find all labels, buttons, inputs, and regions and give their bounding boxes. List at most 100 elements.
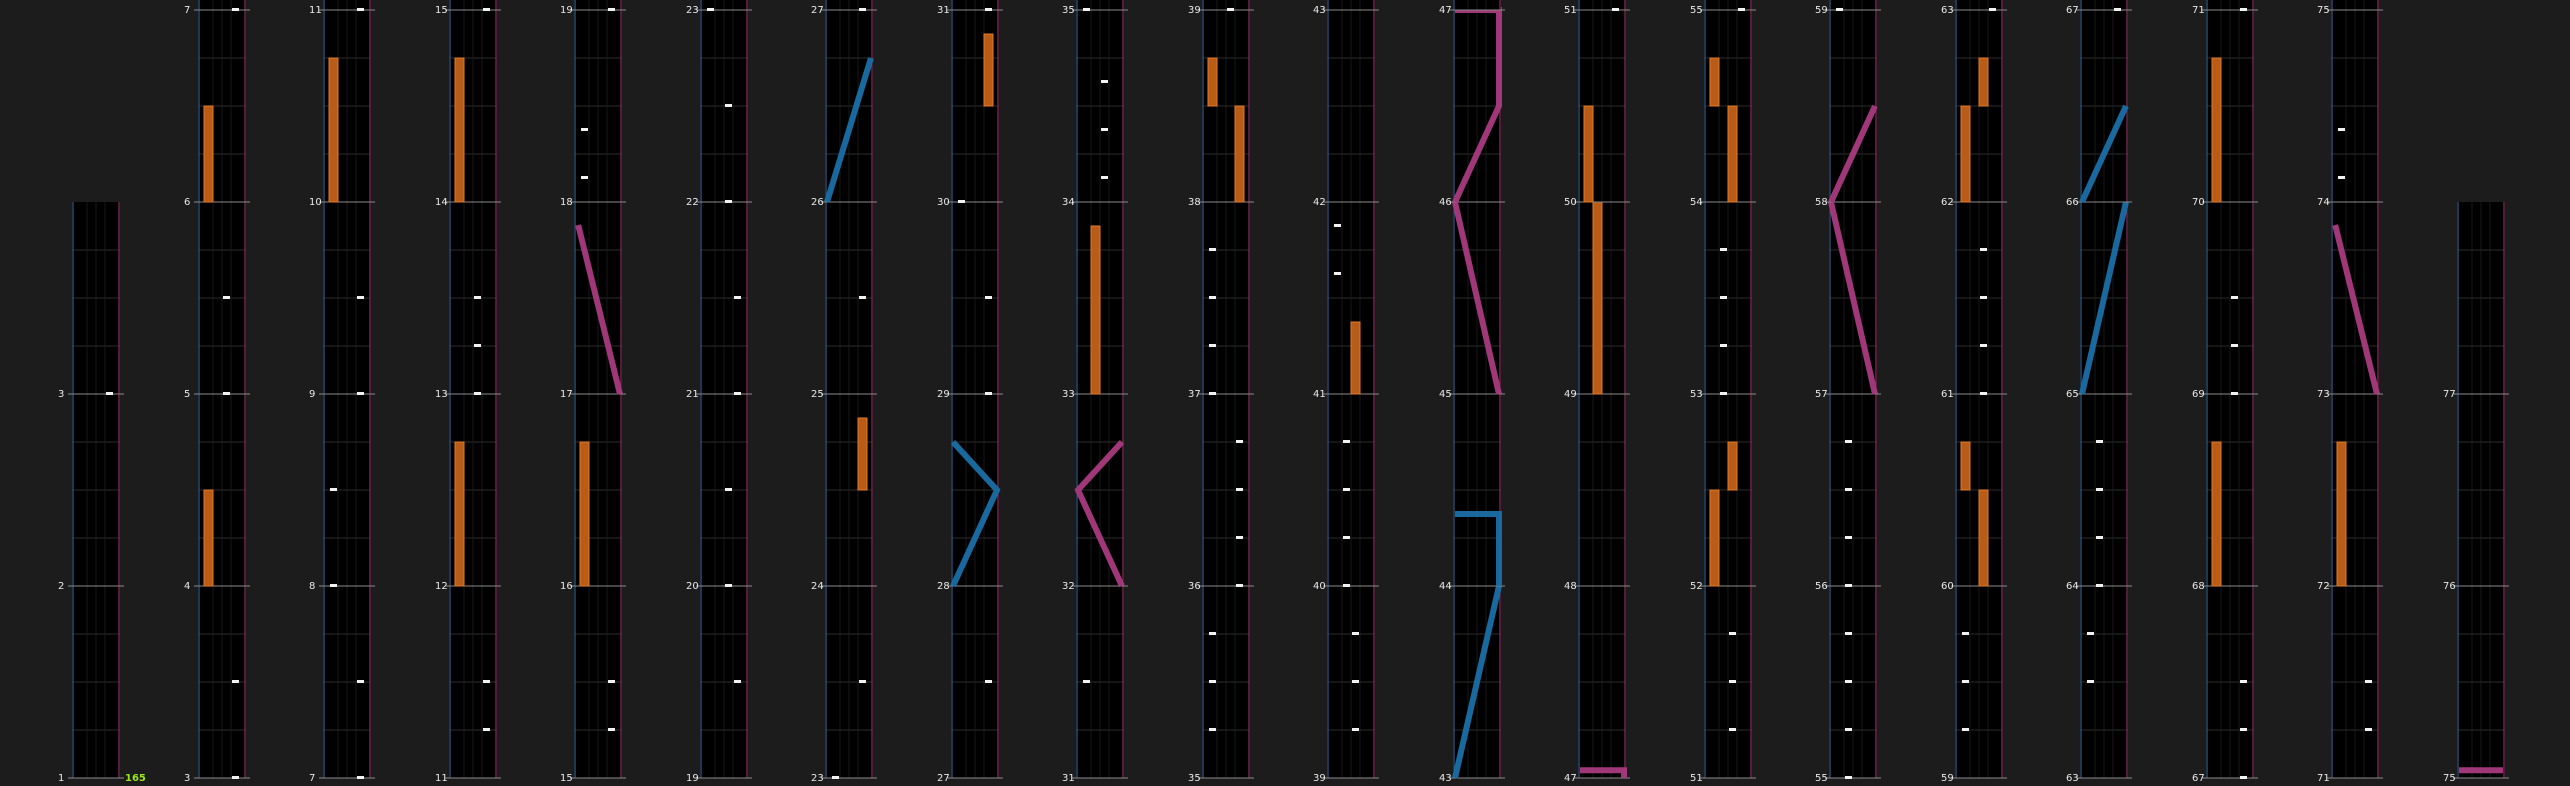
measure-number: 45 — [1439, 389, 1452, 400]
chip-note — [1236, 536, 1243, 539]
measure-number: 44 — [1439, 581, 1452, 592]
measure-number: 24 — [811, 581, 824, 592]
chip-note — [357, 296, 364, 299]
chip-note — [2240, 728, 2247, 731]
measure-number: 32 — [1062, 581, 1075, 592]
measure-number: 66 — [2066, 197, 2079, 208]
chip-note — [608, 728, 615, 731]
measure-number: 23 — [686, 5, 699, 16]
measure-number: 27 — [811, 5, 824, 16]
measure-number: 36 — [1188, 581, 1201, 592]
measure-number: 63 — [2066, 773, 2079, 784]
measure-number: 11 — [435, 773, 448, 784]
measure-61: 61 — [1941, 202, 2007, 400]
hold-note — [328, 57, 339, 203]
measure-number: 10 — [309, 197, 322, 208]
chip-note — [1083, 680, 1090, 683]
chip-note — [1845, 728, 1852, 731]
chip-note — [1845, 536, 1852, 539]
chip-note — [725, 104, 732, 107]
chip-note — [1083, 8, 1090, 11]
measure-9: 9 — [309, 202, 375, 400]
laser-left — [824, 57, 874, 203]
hold-note — [1727, 105, 1738, 203]
measure-40: 40 — [1313, 394, 1379, 592]
measure-number: 54 — [1690, 197, 1703, 208]
measure-10: 10 — [309, 10, 375, 208]
hold-note — [1090, 225, 1101, 395]
measure-number: 18 — [560, 197, 573, 208]
measure-53: 53 — [1690, 202, 1756, 400]
hold-note — [983, 33, 994, 107]
chip-note — [2096, 488, 2103, 491]
chip-note — [2114, 8, 2121, 11]
measure-number: 28 — [937, 581, 950, 592]
chip-note — [1209, 296, 1216, 299]
chip-note — [223, 392, 230, 395]
chip-note — [1836, 8, 1843, 11]
measure-number: 52 — [1690, 581, 1703, 592]
laser-right — [1580, 767, 1627, 778]
chip-note — [859, 296, 866, 299]
measure-number: 17 — [560, 389, 573, 400]
chip-note — [1343, 536, 1350, 539]
measure-35: 35 — [1062, 0, 1128, 16]
measure-23: 23 — [811, 586, 877, 784]
chip-note — [985, 680, 992, 683]
measure-72: 72 — [2317, 394, 2383, 592]
measure-number: 61 — [1941, 389, 1954, 400]
measure-number: 51 — [1690, 773, 1703, 784]
chip-note — [707, 8, 714, 11]
measure-42: 42 — [1313, 10, 1379, 208]
measure-67: 67 — [2066, 0, 2132, 16]
measure-number: 64 — [2066, 581, 2079, 592]
chip-note — [357, 776, 364, 779]
measure-number: 38 — [1188, 197, 1201, 208]
chip-note — [2240, 8, 2247, 11]
laser-right — [575, 224, 623, 395]
measure-76: 76 — [2443, 394, 2509, 592]
measure-7: 7 — [184, 0, 250, 16]
measure-46: 46 — [1439, 7, 1505, 208]
measure-number: 39 — [1188, 5, 1201, 16]
measure-37: 37 — [1188, 202, 1254, 400]
chip-note — [1980, 296, 1987, 299]
hold-note — [1978, 489, 1989, 587]
measure-5: 5 — [184, 202, 250, 400]
measure-number: 67 — [2192, 773, 2205, 784]
measure-number: 12 — [435, 581, 448, 592]
chip-note — [1101, 176, 1108, 179]
chip-note — [2087, 680, 2094, 683]
chip-note — [1612, 8, 1619, 11]
measure-number: 48 — [1564, 581, 1577, 592]
hold-note — [454, 441, 465, 587]
measure-64: 64 — [2066, 394, 2132, 592]
measure-number: 8 — [309, 581, 315, 592]
measure-number: 74 — [2317, 197, 2330, 208]
measure-45: 45 — [1439, 201, 1505, 400]
measure-number: 30 — [937, 197, 950, 208]
chip-note — [330, 584, 337, 587]
chip-note — [1845, 776, 1852, 779]
chip-note — [608, 680, 615, 683]
measure-number: 2 — [58, 581, 64, 592]
measure-24: 24 — [811, 394, 877, 592]
chip-note — [832, 776, 839, 779]
measure-34: 34 — [1062, 10, 1128, 208]
measure-41: 41 — [1313, 202, 1379, 400]
measure-number: 69 — [2192, 389, 2205, 400]
chip-note — [1343, 584, 1350, 587]
chip-note — [608, 8, 615, 11]
hold-note — [2211, 57, 2222, 203]
chip-note — [2231, 392, 2238, 395]
measure-number: 13 — [435, 389, 448, 400]
measure-15: 15 — [560, 586, 626, 784]
measure-51: 51 — [1564, 0, 1630, 16]
measure-number: 75 — [2317, 5, 2330, 16]
chip-note — [985, 392, 992, 395]
measure-number: 16 — [560, 581, 573, 592]
chip-note — [734, 680, 741, 683]
chip-note — [859, 680, 866, 683]
measure-20: 20 — [686, 394, 752, 592]
